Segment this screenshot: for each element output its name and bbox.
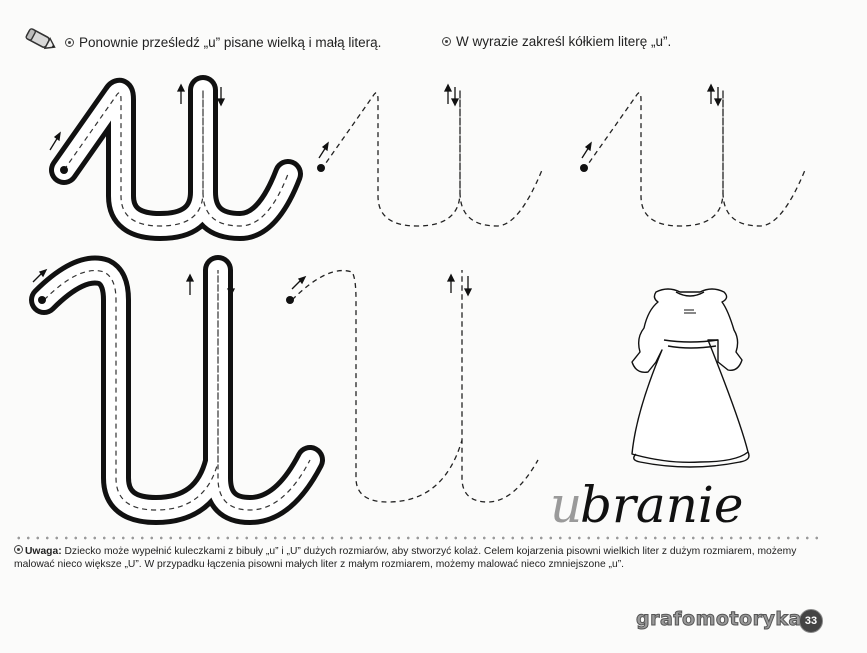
spiral-bullet-icon bbox=[442, 37, 451, 46]
page-number-badge: 33 bbox=[799, 609, 823, 633]
start-dot-icon bbox=[60, 166, 68, 174]
note-label: Uwaga: bbox=[25, 546, 62, 557]
dress-illustration bbox=[631, 288, 750, 468]
spiral-bullet-icon bbox=[65, 38, 74, 47]
pencil-icon bbox=[22, 28, 62, 55]
word-rest-letters: branie bbox=[580, 476, 744, 534]
word-highlight-letter: u bbox=[550, 476, 582, 534]
instruction-text: W wyrazie zakreśl kółkiem literę „u”. bbox=[456, 34, 672, 49]
dotted-separator bbox=[14, 536, 824, 540]
stroke-arrow-icons bbox=[49, 83, 226, 151]
instruction-left: Ponownie prześledź „u” pisane wielką i m… bbox=[22, 28, 382, 55]
uppercase-u-practice bbox=[286, 269, 539, 503]
start-dot-icon bbox=[38, 296, 46, 304]
brand-logo: grafomotoryka bbox=[636, 608, 802, 631]
spiral-bullet-icon bbox=[14, 545, 23, 554]
word-ubranie: u branie bbox=[550, 476, 744, 534]
note-text: Dziecko może wypełnić kuleczkami z bibuł… bbox=[14, 546, 797, 570]
note-paragraph: Uwaga: Dziecko może wypełnić kuleczkami … bbox=[14, 545, 834, 571]
lowercase-u-practice-2 bbox=[580, 83, 806, 227]
lowercase-u-practice-1 bbox=[317, 83, 543, 227]
instruction-right: W wyrazie zakreśl kółkiem literę „u”. bbox=[442, 34, 671, 49]
instruction-text: Ponownie prześledź „u” pisane wielką i m… bbox=[79, 35, 382, 50]
